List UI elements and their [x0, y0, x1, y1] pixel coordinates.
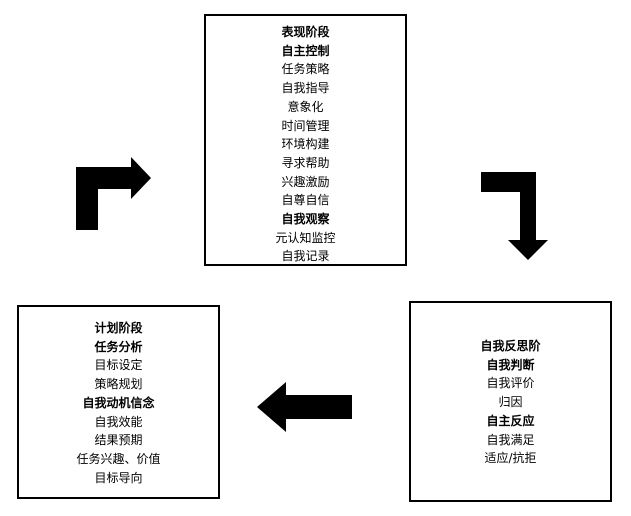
forethought-phase-box: 计划阶段任务分析目标设定策略规划自我动机信念自我效能结果预期任务兴趣、价值目标导… [17, 305, 220, 499]
performance-phase-line: 时间管理 [281, 118, 330, 133]
forethought-phase-line: 任务分析 [94, 339, 143, 354]
self-reflection-phase-line: 归因 [498, 395, 523, 410]
self-reflection-phase-line: 自我评价 [486, 376, 535, 391]
self-reflection-phase-line: 适应/抗拒 [484, 451, 537, 466]
arrow-up-right [76, 157, 151, 230]
forethought-phase-line: 计划阶段 [94, 321, 143, 335]
performance-phase-line: 环境构建 [281, 137, 330, 152]
forethought-phase-line: 结果预期 [94, 433, 143, 448]
self-reflection-phase-line: 自主反应 [486, 413, 535, 428]
forethought-phase-line: 策略规划 [94, 377, 143, 392]
forethought-phase-line: 任务兴趣、价值 [76, 451, 161, 466]
self-reflection-phase-line: 自我满足 [486, 432, 535, 447]
performance-phase-line: 表现阶段 [281, 25, 330, 39]
performance-phase-line: 自我观察 [281, 212, 330, 227]
forethought-phase-line: 目标设定 [94, 358, 143, 373]
forethought-phase-line: 目标导向 [94, 470, 143, 485]
forethought-phase-line: 自我动机信念 [82, 395, 155, 410]
self-reflection-phase-line: 自我判断 [486, 357, 535, 372]
self-reflection-phase-box: 自我反思阶自我判断自我评价归因自主反应自我满足适应/抗拒 [409, 301, 612, 502]
arrow-left [257, 382, 352, 432]
performance-phase-line: 意象化 [287, 99, 324, 114]
self-reflection-phase-line: 自我反思阶 [480, 339, 541, 353]
performance-phase-line: 自我记录 [281, 249, 330, 264]
performance-phase-line: 元认知监控 [275, 230, 336, 245]
performance-phase-line: 寻求帮助 [281, 155, 330, 170]
performance-phase-box: 表现阶段自主控制任务策略自我指导意象化时间管理环境构建寻求帮助兴趣激励自尊自信自… [204, 14, 407, 266]
arrow-right-down [481, 172, 548, 260]
performance-phase-line: 兴趣激励 [281, 174, 330, 189]
performance-phase-line: 自我指导 [281, 81, 330, 96]
performance-phase-line: 自尊自信 [281, 193, 330, 208]
forethought-phase-line: 自我效能 [94, 414, 143, 429]
performance-phase-line: 任务策略 [281, 62, 330, 77]
performance-phase-line: 自主控制 [281, 43, 330, 58]
